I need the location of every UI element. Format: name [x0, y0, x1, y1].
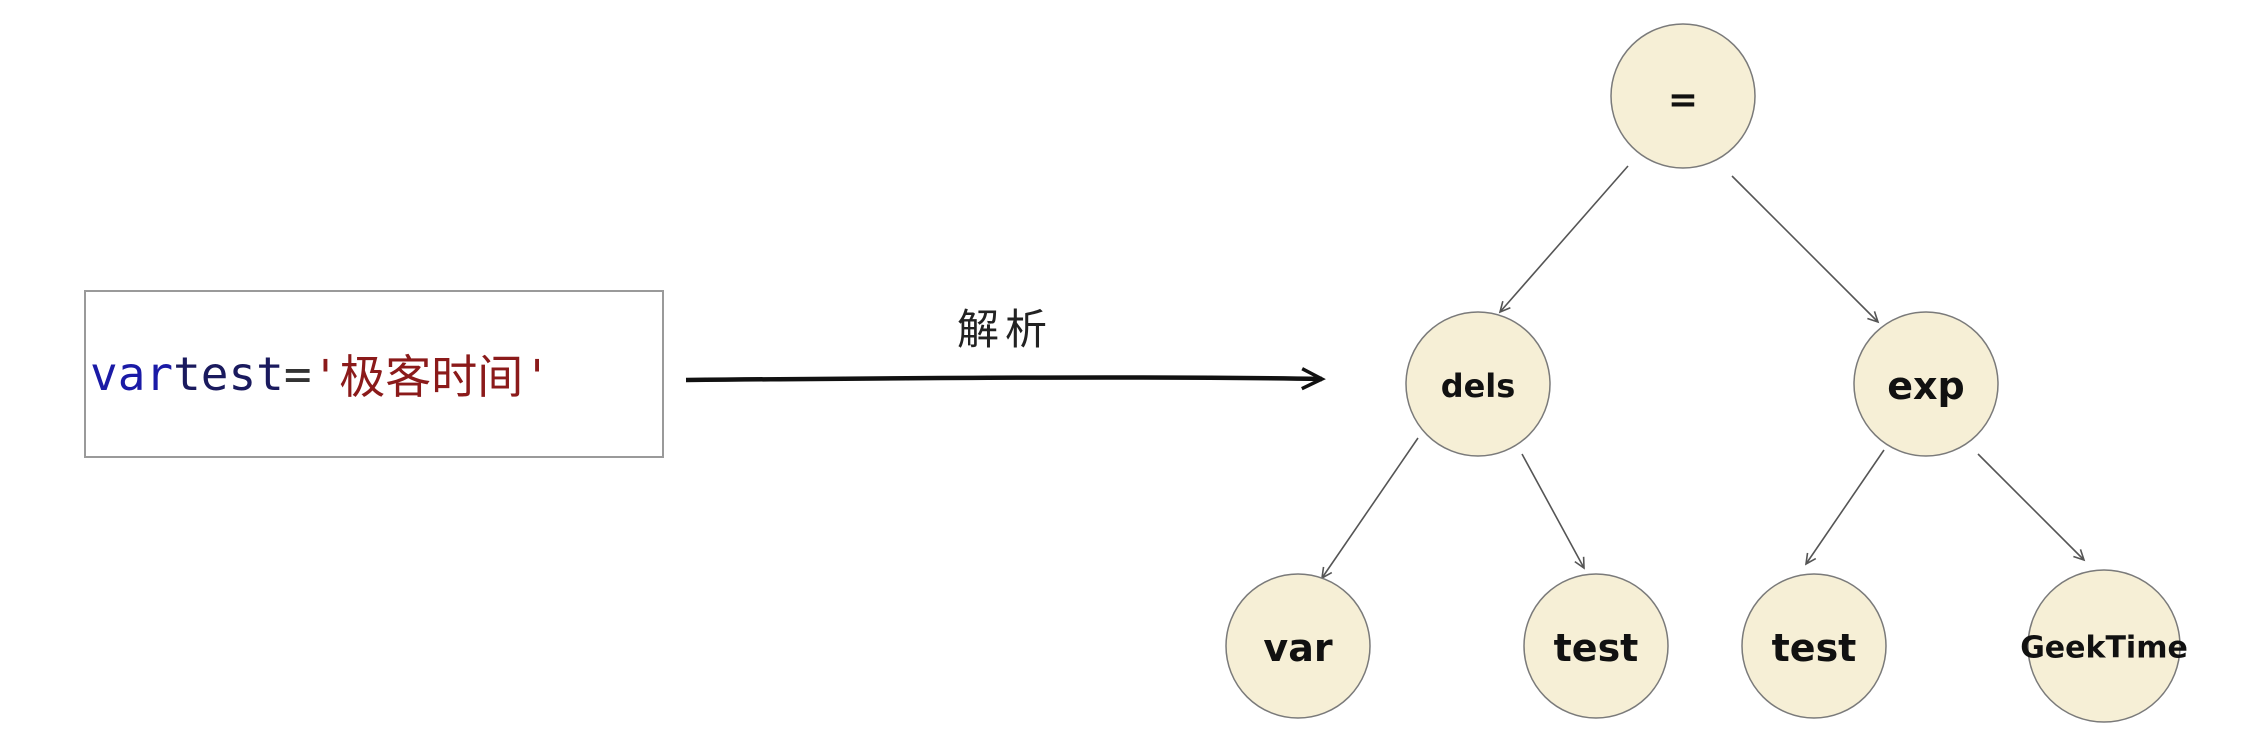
edge-root-to-exp: [1731, 175, 1880, 324]
code-keyword: var: [90, 347, 174, 401]
code-operator: =: [283, 347, 312, 401]
code-string: '极客时间': [311, 350, 551, 404]
node-test-right: test: [1741, 573, 1887, 719]
parse-arrow-label: 解析: [956, 305, 1053, 354]
edge-dels-to-test: [1521, 453, 1585, 570]
node-geektime: GeekTime: [2020, 569, 2188, 723]
node-test-left: test: [1523, 573, 1669, 719]
node-root: =: [1610, 23, 1756, 169]
node-var: var: [1225, 573, 1371, 719]
edge-root-to-dels: [1498, 165, 1629, 314]
node-dels-label: dels: [1441, 367, 1516, 405]
node-geektime-label: GeekTime: [2020, 631, 2188, 666]
node-exp: exp: [1853, 311, 1999, 457]
node-test-right-label: test: [1772, 626, 1857, 670]
edge-exp-to-test: [1804, 449, 1885, 566]
node-test-left-label: test: [1554, 626, 1639, 670]
edge-exp-to-geektime: [1977, 453, 2086, 562]
node-exp-label: exp: [1887, 364, 1964, 408]
parse-arrow: [685, 367, 1326, 391]
edge-dels-to-var: [1320, 437, 1419, 580]
node-var-label: var: [1263, 626, 1332, 670]
code-identifier: test: [173, 347, 284, 401]
source-code-box: var test = '极客时间': [84, 290, 664, 458]
node-root-label: =: [1668, 80, 1698, 121]
node-dels: dels: [1405, 311, 1551, 457]
